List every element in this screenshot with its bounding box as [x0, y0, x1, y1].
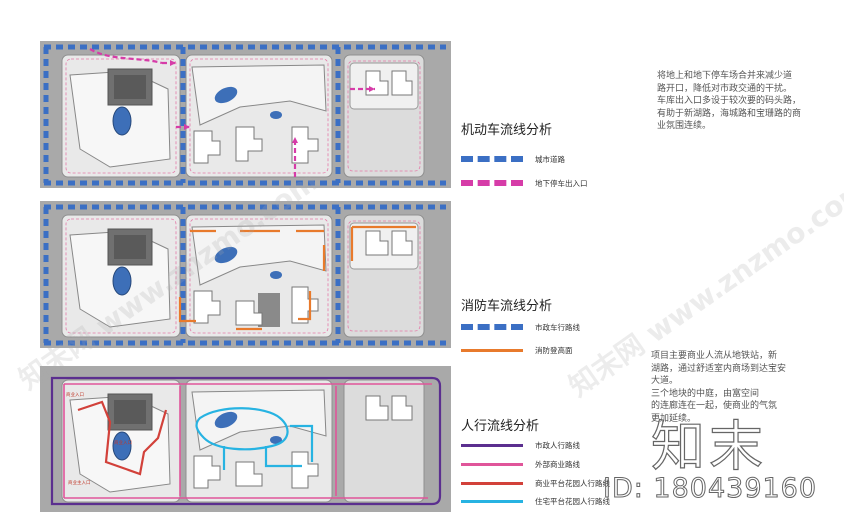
legend-swatch [461, 481, 523, 485]
fire-truck-flow-plan-drawing [40, 201, 451, 348]
legend-parking-entrance: 地下停车出入口 [461, 176, 588, 190]
pedestrian-flow-plan: 商业入口 商业入口 商业主入口 [40, 366, 451, 512]
entrance-label-3: 商业主入口 [68, 479, 91, 486]
legend-swatch [461, 156, 523, 162]
plan-entrance-labels: 商业入口 商业入口 商业主入口 [66, 391, 132, 486]
fire-truck-flow-plan [40, 201, 451, 348]
entrance-label-1: 商业入口 [66, 391, 84, 398]
legend-label: 市政人行路线 [535, 440, 580, 450]
legend-label: 市政车行路线 [535, 322, 580, 332]
legend-municipal-vehicle-route: 市政车行路线 [461, 320, 580, 334]
pedestrian-flow-description: 项目主要商业人流从地铁站，新 湖路，通过舒适室内商场到达宝安 大道。 三个地块的… [651, 351, 787, 424]
legend-label: 消防登高面 [535, 345, 573, 355]
pedestrian-flow-plan-drawing: 商业入口 商业入口 商业主入口 [40, 366, 451, 512]
legend-swatch [461, 348, 523, 352]
legend-label: 商业平台花园人行路线 [535, 478, 610, 488]
legend-swatch [461, 462, 523, 466]
legend-commercial-garden: 商业平台花园人行路线 [461, 476, 610, 490]
legend-residential-garden: 住宅平台花园人行路线 [461, 494, 610, 508]
legend-fire-face: 消防登高面 [461, 343, 573, 357]
legend-city-road: 城市道路 [461, 152, 565, 166]
section-title-pedestrian: 人行流线分析 [461, 419, 540, 434]
legend-label: 住宅平台花园人行路线 [535, 496, 610, 506]
legend-label: 外部商业路线 [535, 459, 580, 469]
section-title-fire-truck: 消防车流线分析 [461, 299, 553, 314]
vehicle-flow-plan-drawing [40, 41, 451, 188]
watermark-logo: 知末 [650, 414, 767, 478]
section-title-vehicle: 机动车流线分析 [461, 123, 553, 138]
legend-label: 地下停车出入口 [535, 178, 588, 188]
legend-label: 城市道路 [535, 154, 565, 164]
legend-municipal-pedestrian: 市政人行路线 [461, 438, 580, 452]
legend-external-commercial: 外部商业路线 [461, 457, 580, 471]
legend-swatch [461, 180, 523, 186]
legend-swatch [461, 443, 523, 447]
watermark-id: ID: 180439160 [602, 473, 818, 505]
vehicle-flow-plan [40, 41, 451, 188]
vehicle-flow-description: 将地上和地下停车场合并来减少道 路开口，降低对市政交通的干扰。 车库出入口多设于… [657, 71, 802, 131]
legend-swatch [461, 499, 523, 503]
entrance-label-2: 商业入口 [114, 439, 132, 446]
legend-swatch [461, 324, 523, 330]
